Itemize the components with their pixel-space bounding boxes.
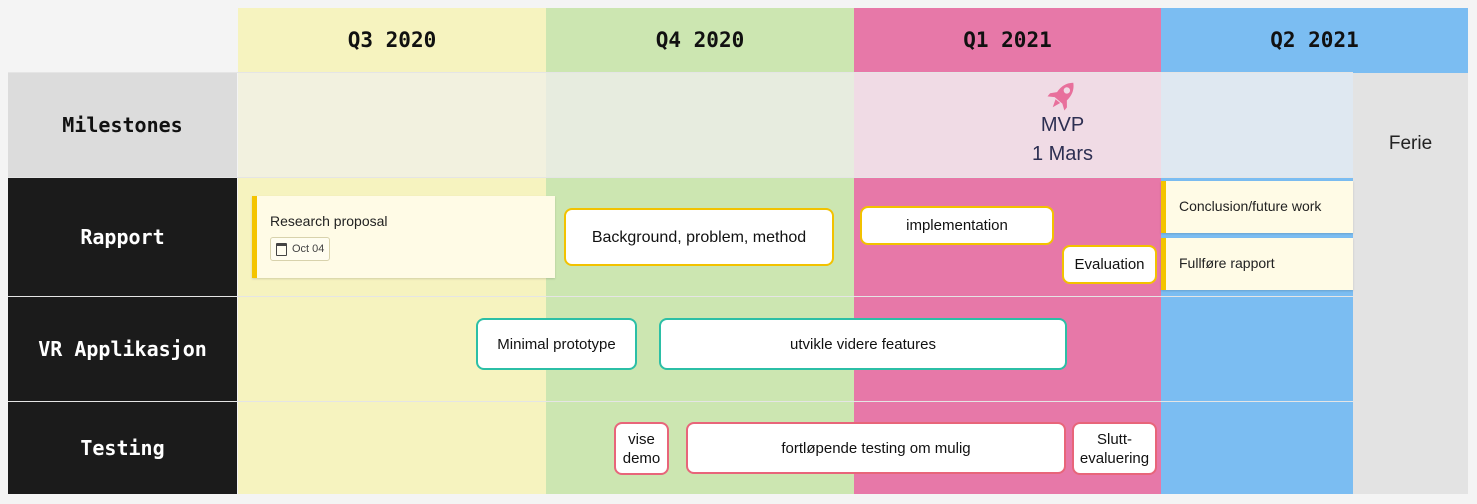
- row-label-rapport: Rapport: [8, 178, 237, 296]
- milestone-mvp-date: 1 Mars: [1031, 143, 1094, 165]
- research-proposal-label: Research proposal: [270, 213, 388, 229]
- quarter-header-q1-2021: Q1 2021: [963, 28, 1052, 52]
- milestone-band-q4: [546, 73, 854, 177]
- background-problem-method-card[interactable]: Background, problem, method: [564, 208, 834, 266]
- sluttevaluering-line2: evaluering: [1079, 449, 1150, 467]
- calendar-icon: [276, 242, 287, 256]
- research-proposal-card[interactable]: Research proposal Oct 04: [252, 196, 555, 278]
- rocket-icon: [1045, 78, 1081, 112]
- ferie-label: Ferie: [1388, 133, 1433, 154]
- conclusion-future-work-card[interactable]: Conclusion/future work: [1161, 181, 1353, 233]
- ferie-panel: [1353, 73, 1468, 494]
- row-divider: [8, 296, 1353, 297]
- date-chip: Oct 04: [270, 237, 331, 261]
- milestone-mvp-title: MVP: [1040, 114, 1085, 136]
- row-divider: [8, 72, 1353, 73]
- quarter-header-q3-2020: Q3 2020: [347, 28, 437, 52]
- sluttevaluering-card[interactable]: Slutt- evaluering: [1072, 422, 1157, 475]
- row-divider: [8, 401, 1353, 402]
- quarter-header-q4-2020: Q4 2020: [655, 28, 745, 52]
- sluttevaluering-line1: Slutt-: [1096, 430, 1132, 448]
- minimal-prototype-card[interactable]: Minimal prototype: [476, 318, 637, 370]
- evaluation-card[interactable]: Evaluation: [1062, 245, 1157, 284]
- row-divider: [8, 177, 1353, 178]
- vise-demo-line2: demo: [622, 449, 661, 467]
- row-label-vr-applikasjon: VR Applikasjon: [8, 297, 237, 401]
- utvikle-videre-features-card[interactable]: utvikle videre features: [659, 318, 1067, 370]
- vise-demo-line1: vise: [628, 430, 655, 448]
- fortlopende-testing-card[interactable]: fortløpende testing om mulig: [686, 422, 1066, 474]
- milestone-band-q3: [238, 73, 546, 177]
- quarter-header-q2-2021: Q2 2021: [1270, 28, 1359, 52]
- fullfore-rapport-card[interactable]: Fullføre rapport: [1161, 238, 1353, 290]
- vise-demo-card[interactable]: vise demo: [614, 422, 669, 475]
- milestone-band-q1: [854, 73, 1161, 177]
- row-label-testing: Testing: [8, 402, 237, 494]
- implementation-card[interactable]: implementation: [860, 206, 1054, 245]
- date-chip-label: Oct 04: [292, 243, 325, 255]
- row-label-milestones: Milestones: [8, 73, 237, 177]
